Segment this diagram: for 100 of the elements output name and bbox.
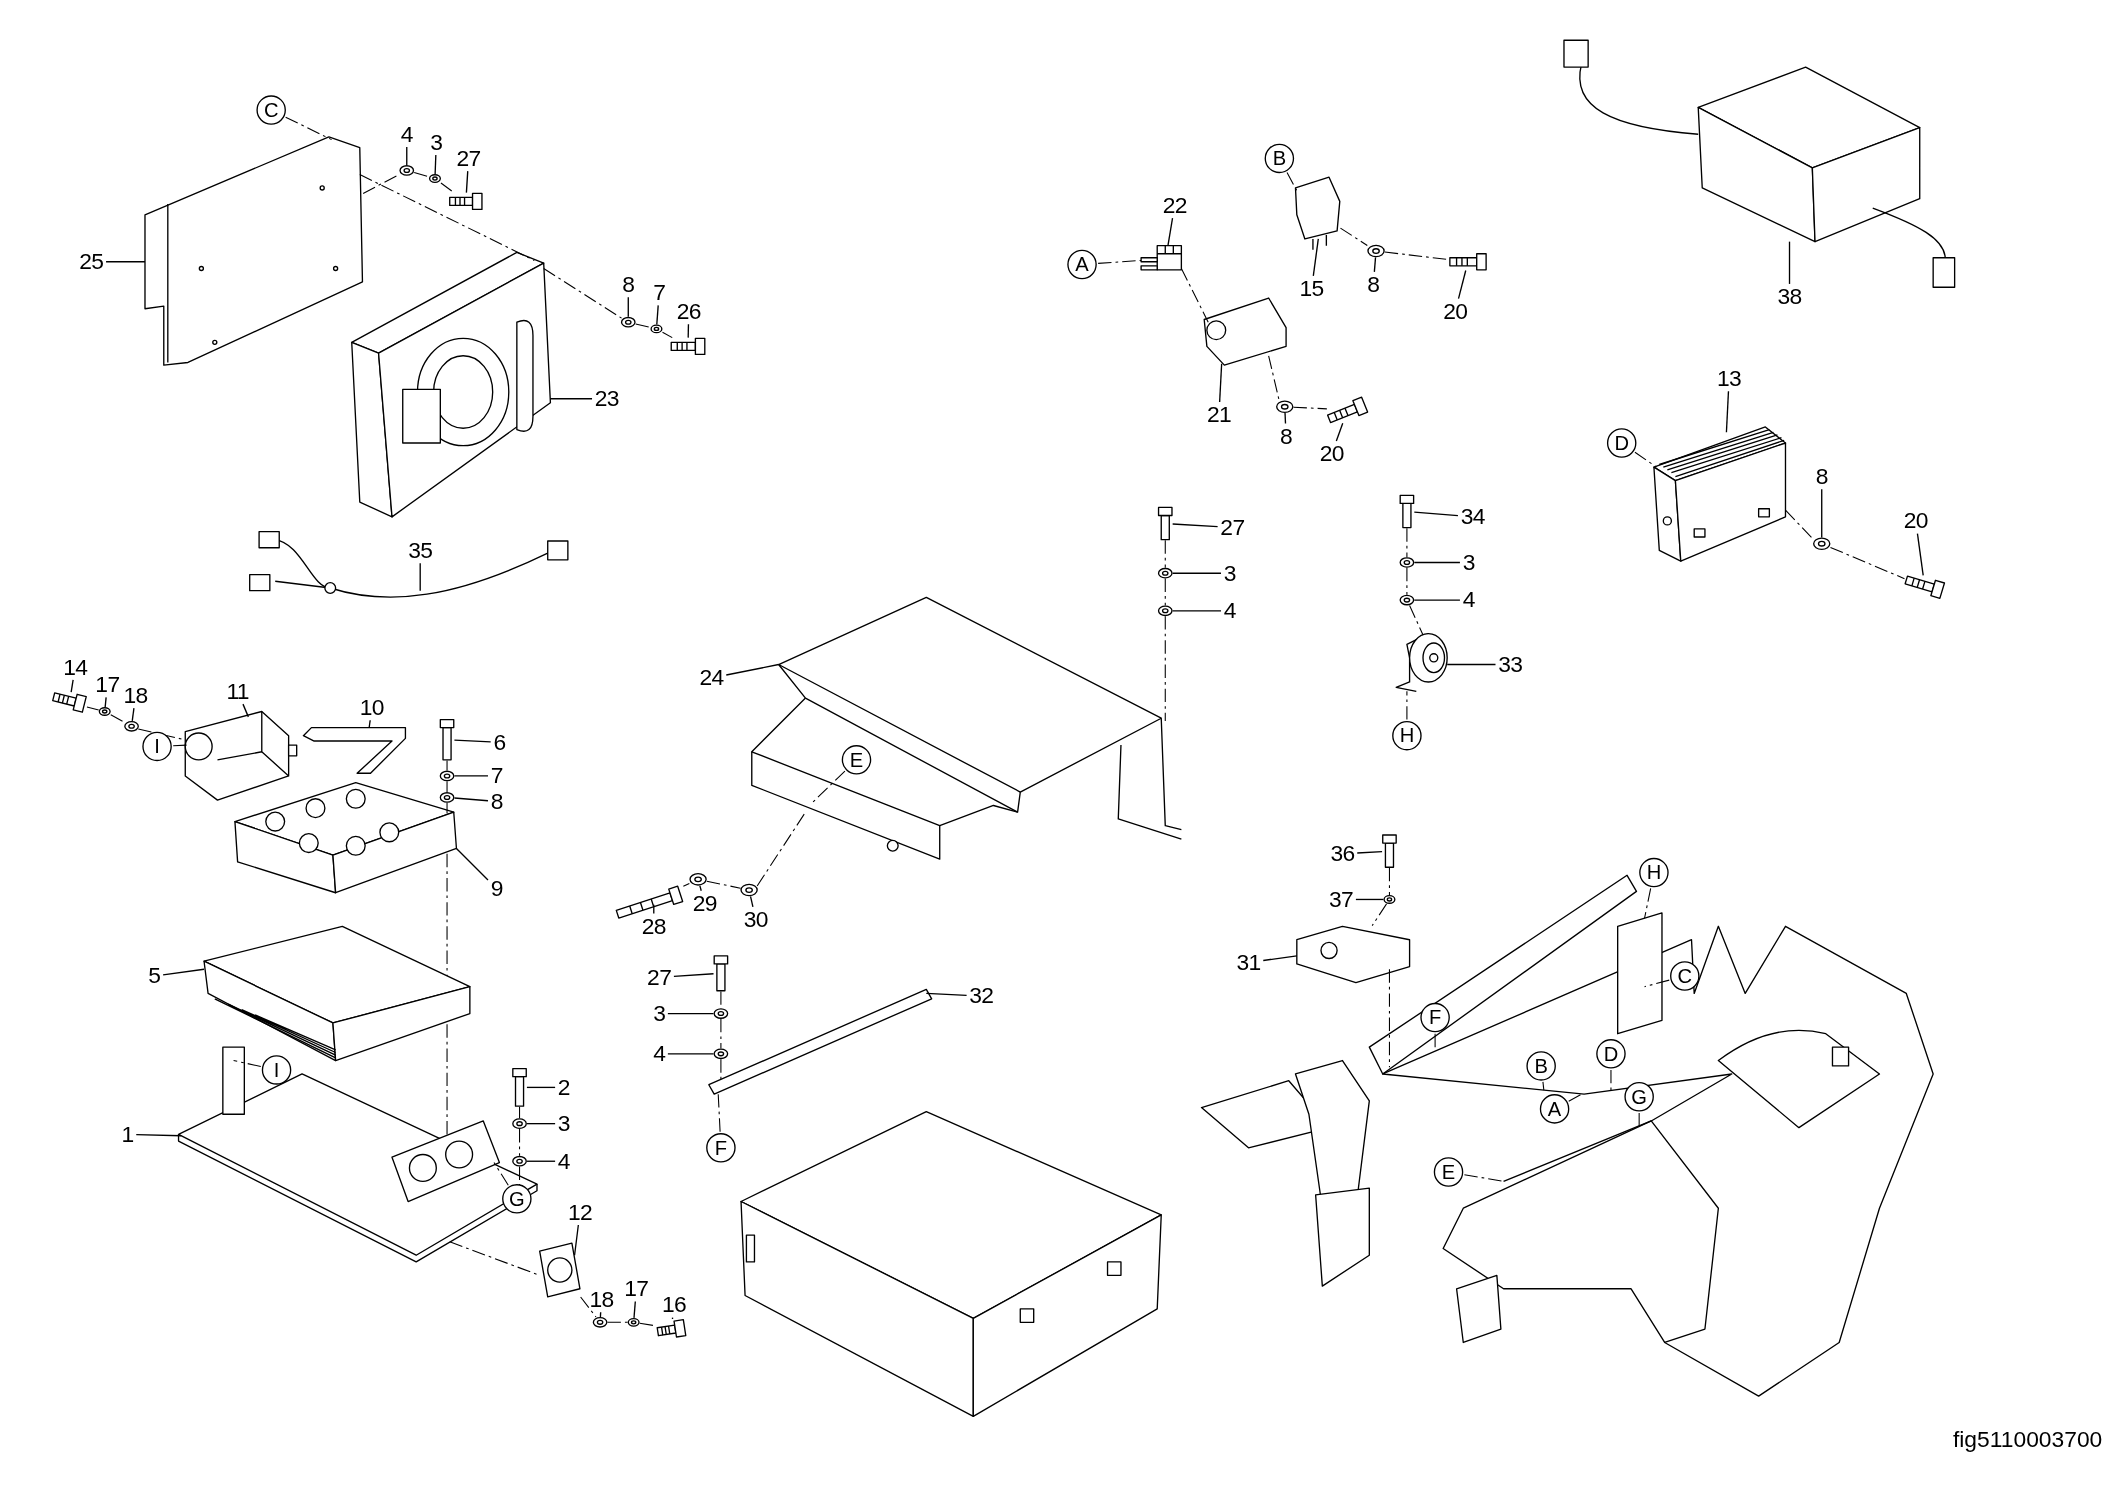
leader-line: [633, 1300, 636, 1319]
leader-line: [453, 739, 492, 743]
callout-number: 28: [640, 914, 668, 938]
assembly-line: [1164, 539, 1166, 569]
callout-number: 37: [1327, 888, 1355, 911]
callout-number: 14: [61, 655, 89, 679]
assembly-line: [1610, 1069, 1612, 1091]
assembly-line: [717, 1093, 721, 1133]
callout-number: 22: [1161, 194, 1189, 217]
reference-letter: G: [1624, 1082, 1654, 1112]
assembly-line: [1644, 979, 1670, 988]
base-plate-drawing: [177, 1046, 538, 1263]
callout-number: 3: [651, 1002, 667, 1025]
assembly-line: [543, 267, 623, 319]
leader-line: [1167, 217, 1174, 247]
callout-number: 20: [1441, 300, 1469, 323]
leader-line: [526, 1086, 556, 1089]
callout-number: 8: [489, 790, 505, 813]
callout-number: 8: [620, 273, 636, 296]
assembly-line: [86, 706, 100, 711]
leader-line: [453, 797, 489, 802]
leader-line: [673, 973, 715, 978]
relay-drawing: [1294, 176, 1341, 251]
washer-drawing: [1399, 557, 1415, 568]
assembly-line: [1388, 867, 1390, 896]
assembly-line: [359, 174, 535, 261]
leader-line: [1284, 412, 1287, 425]
leader-line: [599, 1311, 602, 1318]
washer-drawing: [124, 720, 139, 732]
buzzer-drawing: [1395, 633, 1448, 693]
leader-line: [105, 261, 146, 263]
assembly-line: [1339, 227, 1368, 246]
reference-letter: C: [256, 95, 286, 125]
fuse-drawing: [1140, 245, 1183, 271]
leader-line: [627, 296, 629, 318]
leader-line: [653, 904, 655, 915]
callout-number: 4: [556, 1149, 572, 1173]
leader-line: [1413, 511, 1459, 517]
motor-controller-drawing: [351, 251, 552, 518]
washer-drawing: [650, 324, 663, 334]
callout-number: 3: [428, 130, 444, 154]
callout-number: 12: [566, 1200, 594, 1224]
leader-line: [242, 703, 250, 718]
leader-line: [1218, 363, 1223, 403]
assembly-line: [519, 1128, 521, 1157]
callout-number: 27: [455, 147, 482, 170]
assembly-line: [1371, 903, 1388, 927]
reference-letter: H: [1639, 857, 1669, 888]
washer-drawing: [1276, 400, 1294, 414]
assembly-line: [233, 1060, 262, 1068]
fan-drawing: [539, 1242, 581, 1298]
assembly-line: [1406, 567, 1408, 596]
leader-line: [1335, 422, 1344, 442]
washer-drawing: [1367, 244, 1385, 258]
callout-number: 20: [1318, 442, 1346, 466]
washer-drawing: [1383, 895, 1396, 904]
leader-line: [135, 1133, 182, 1137]
leader-line: [1172, 523, 1219, 528]
bolt-drawing: [670, 337, 706, 356]
callout-number: 17: [622, 1277, 650, 1301]
bolt-drawing: [1399, 494, 1415, 529]
assembly-line: [440, 182, 455, 194]
leader-line: [1413, 561, 1461, 564]
assembly-line: [661, 331, 673, 339]
callout-number: 4: [651, 1042, 667, 1066]
assembly-line: [285, 116, 333, 141]
washer-drawing: [713, 1008, 729, 1019]
callout-number: 5: [147, 964, 162, 988]
callout-number: 25: [77, 250, 105, 274]
leader-line: [687, 323, 690, 339]
callout-number: 36: [1329, 842, 1356, 866]
assembly-line: [1644, 887, 1652, 919]
washer-drawing: [592, 1316, 608, 1328]
leader-line: [1356, 850, 1383, 854]
callout-number: 27: [645, 965, 673, 989]
washer-drawing: [512, 1118, 527, 1129]
callout-number: 30: [742, 908, 770, 931]
callout-number: 7: [489, 764, 505, 788]
callout-number: 6: [492, 730, 507, 754]
heatsink-drawing: [203, 925, 471, 1062]
battery-charger-drawing: [1563, 39, 1956, 288]
assembly-line: [172, 744, 189, 747]
leader-line: [1172, 610, 1222, 612]
assembly-line: [446, 802, 448, 815]
assembly-line: [1097, 259, 1142, 264]
assembly-line: [756, 811, 806, 887]
assembly-line: [580, 1296, 597, 1318]
washer-drawing: [1157, 605, 1173, 617]
leader-line: [725, 663, 780, 676]
reference-letter: E: [841, 745, 872, 775]
washer-drawing: [399, 165, 415, 176]
assembly-line: [1542, 1081, 1545, 1091]
callout-number: 35: [406, 539, 434, 562]
assembly-line: [1829, 546, 1905, 580]
reference-letter: F: [706, 1133, 736, 1163]
callout-number: 21: [1205, 403, 1233, 427]
callout-number: 24: [698, 666, 725, 690]
module-drawing: [1653, 426, 1787, 562]
reference-letter: I: [261, 1055, 292, 1085]
controller-drawing: [234, 782, 458, 894]
